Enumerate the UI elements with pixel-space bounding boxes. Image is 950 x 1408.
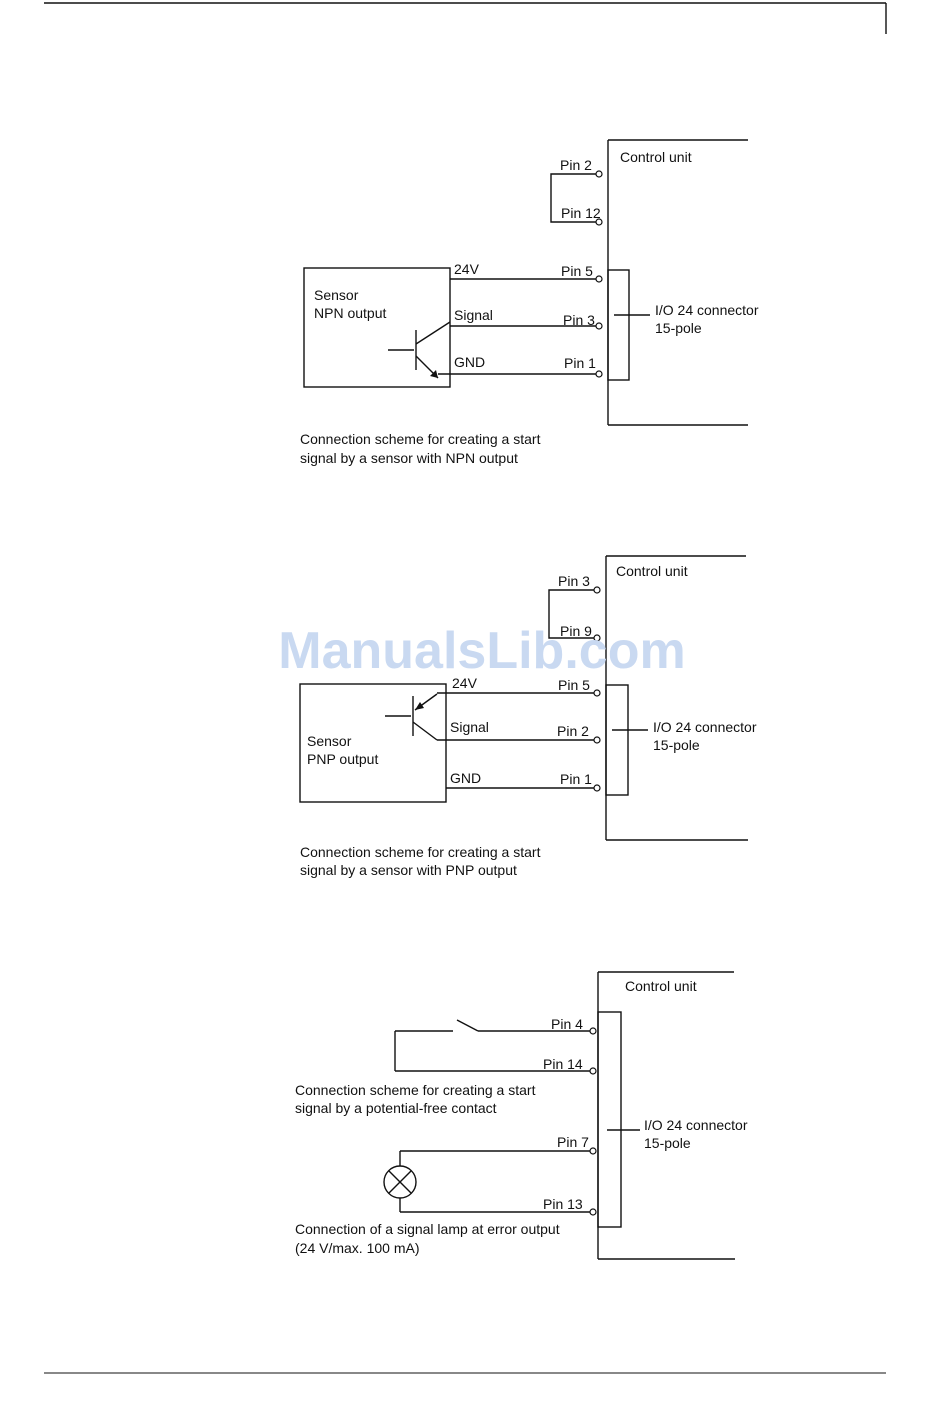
npn-transistor-symbol <box>388 321 451 379</box>
diagram-caption: signal by a potential-free contact <box>295 1100 497 1116</box>
sensor-label: Sensor <box>307 733 352 749</box>
pin-terminal <box>595 275 603 283</box>
pnp-diagram: Control unit Pin 3 Pin 9 Sensor PNP outp… <box>299 555 757 878</box>
pin-label: Pin 5 <box>558 677 590 693</box>
pin-label: Pin 3 <box>563 312 595 328</box>
control-unit-label: Control unit <box>616 563 688 579</box>
watermark-text: ManualsLib.com <box>278 622 685 680</box>
connector-label: I/O 24 connector <box>655 302 759 318</box>
wire-lines <box>438 278 596 375</box>
control-unit-box <box>605 555 748 841</box>
pin-label: Pin 4 <box>551 1016 583 1032</box>
jumper-pin-label: Pin 2 <box>560 157 592 173</box>
wire-label: GND <box>450 770 481 786</box>
jumper-pin-label: Pin 9 <box>560 623 592 639</box>
pnp-transistor-symbol <box>385 693 438 741</box>
pin-terminal <box>589 1067 597 1075</box>
page-frame <box>44 2 887 1374</box>
control-unit-label: Control unit <box>625 978 697 994</box>
diagram-caption: signal by a sensor with PNP output <box>300 862 517 878</box>
wire-label: Signal <box>450 719 489 735</box>
connector-label: I/O 24 connector <box>644 1117 748 1133</box>
connector-bracket <box>605 684 648 796</box>
connector-label: 15-pole <box>653 737 700 753</box>
wire-label: GND <box>454 354 485 370</box>
connector-bracket <box>607 269 650 381</box>
pin-terminal <box>593 689 601 697</box>
pin-label: Pin 1 <box>560 771 592 787</box>
control-unit-box <box>597 971 735 1260</box>
wire-label: Signal <box>454 307 493 323</box>
pin-terminal <box>589 1027 597 1035</box>
sensor-box <box>303 267 451 388</box>
diagram-caption: signal by a sensor with NPN output <box>300 450 518 466</box>
pin-terminal <box>593 784 601 792</box>
diagram-caption: (24 V/max. 100 mA) <box>295 1240 420 1256</box>
pin-terminal <box>589 1147 597 1155</box>
signal-lamp-circuit <box>399 1150 590 1213</box>
sensor-label: NPN output <box>314 305 386 321</box>
pin-terminal <box>595 170 603 178</box>
sensor-label: PNP output <box>307 751 378 767</box>
connector-label: I/O 24 connector <box>653 719 757 735</box>
diagram-caption: Connection scheme for creating a start <box>295 1082 536 1098</box>
wire-label: 24V <box>454 261 480 277</box>
pin-label: Pin 1 <box>564 355 596 371</box>
pin-terminal <box>595 218 603 226</box>
wire-label: 24V <box>452 675 478 691</box>
pin-terminal <box>589 1208 597 1216</box>
pin-label: Pin 5 <box>561 263 593 279</box>
jumper-pin-label: Pin 12 <box>561 205 601 221</box>
contact-lamp-diagram: Control unit Pin 4 Pin 14 Connection sch… <box>295 971 748 1260</box>
sensor-label: Sensor <box>314 287 359 303</box>
sensor-box <box>299 683 447 803</box>
pin-terminal <box>595 370 603 378</box>
pin-label: Pin 13 <box>543 1196 583 1212</box>
lamp-icon <box>383 1165 417 1199</box>
npn-diagram: Control unit Pin 2 Pin 12 Sensor NPN out… <box>300 139 759 466</box>
diagram-caption: Connection scheme for creating a start <box>300 431 541 447</box>
wire-lines <box>437 692 594 789</box>
control-unit-label: Control unit <box>620 149 692 165</box>
diagram-caption: Connection scheme for creating a start <box>300 844 541 860</box>
pin-terminal <box>593 634 601 642</box>
diagram-caption: Connection of a signal lamp at error out… <box>295 1221 560 1237</box>
pin-label: Pin 7 <box>557 1134 589 1150</box>
jumper-wire <box>548 589 597 639</box>
connector-label: 15-pole <box>644 1135 691 1151</box>
connector-bracket <box>597 1011 640 1228</box>
jumper-wire <box>550 173 599 223</box>
pin-terminal <box>595 322 603 330</box>
jumper-pin-label: Pin 3 <box>558 573 590 589</box>
connector-label: 15-pole <box>655 320 702 336</box>
pin-terminal <box>593 586 601 594</box>
pin-terminal <box>593 736 601 744</box>
pin-label: Pin 14 <box>543 1056 583 1072</box>
potential-free-contact-switch <box>394 1019 590 1072</box>
pin-label: Pin 2 <box>557 723 589 739</box>
